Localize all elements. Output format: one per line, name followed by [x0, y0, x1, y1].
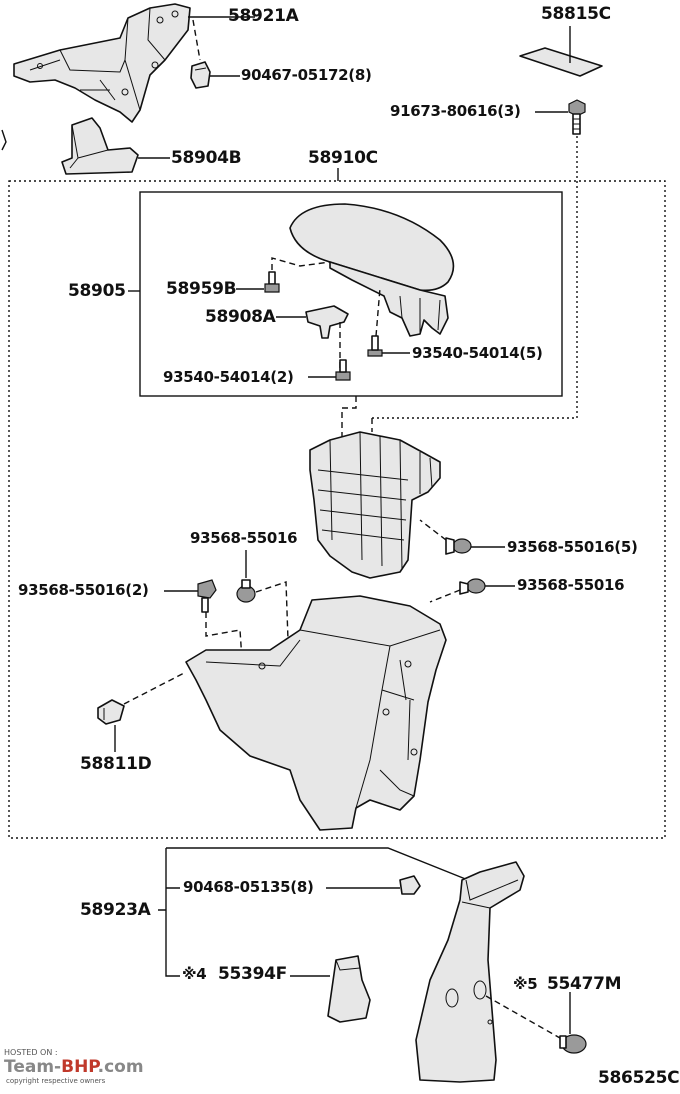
leader-58923a	[158, 848, 180, 977]
pad-58815c	[519, 47, 603, 77]
pad-55394f	[327, 955, 371, 1023]
dash-93540-5	[375, 287, 381, 337]
clip-93568-top	[236, 579, 256, 603]
dash-93568-2	[205, 612, 243, 661]
clip-58811d	[97, 699, 125, 725]
dash-91673	[372, 136, 578, 419]
dash-55477m	[485, 995, 561, 1039]
console-box	[309, 431, 441, 579]
clip-90468	[399, 875, 421, 895]
label-90468: 90468-05135(8)	[183, 878, 314, 896]
dash-clip-90467	[192, 19, 201, 61]
screw-93540-2	[335, 359, 351, 381]
label-93540-5: 93540-54014(5)	[412, 344, 543, 362]
dash-58959b	[271, 257, 331, 270]
dash-93568-top	[255, 581, 300, 641]
label-55394f: 55394F	[218, 964, 287, 984]
edge-mark	[1, 129, 7, 151]
label-90467: 90467-05172(8)	[241, 66, 372, 84]
label-93568-right: 93568-55016	[517, 576, 625, 594]
label-58959b: 58959B	[166, 279, 237, 299]
dash-93568-5	[419, 519, 447, 541]
watermark-brand-a: Team-	[4, 1057, 62, 1077]
label-93540-2: 93540-54014(2)	[163, 368, 294, 386]
label-93568-5: 93568-55016(5)	[507, 538, 638, 556]
label-93568-2: 93568-55016(2)	[18, 581, 149, 599]
clip-93568-5	[445, 537, 472, 555]
bracket-58921a	[13, 3, 191, 123]
dash-93568-right	[429, 589, 461, 603]
dash-58811d	[123, 671, 187, 705]
label-58811d: 58811D	[80, 754, 152, 774]
watermark-copyright: copyright respective owners	[6, 1077, 106, 1085]
label-58905: 58905	[68, 281, 126, 301]
part-58904b	[61, 117, 139, 175]
label-91673: 91673-80616(3)	[390, 102, 521, 120]
watermark-brand-c: .com	[97, 1057, 144, 1077]
leader-58923a-top	[166, 847, 469, 881]
label-55477m: 55477M	[547, 974, 622, 994]
watermark-hosted-on: HOSTED ON :	[4, 1048, 58, 1057]
label-93568-top: 93568-55016	[190, 529, 298, 547]
knob-55477m	[559, 1034, 587, 1054]
label-58904b: 58904B	[171, 148, 242, 168]
watermark-brand: Team-BHP.com	[4, 1059, 144, 1076]
diagram-code: 586525C	[598, 1068, 680, 1088]
console-body	[185, 595, 447, 831]
label-55394f-mark: ※4	[182, 965, 207, 983]
bolt-91673	[568, 99, 586, 135]
label-55477m-mark: ※5	[513, 975, 538, 993]
side-panel	[415, 861, 525, 1083]
label-58910c: 58910C	[308, 148, 378, 168]
clip-93568-2	[197, 579, 217, 613]
bracket-58908a	[305, 305, 349, 339]
label-58908a: 58908A	[205, 307, 276, 327]
label-58923a: 58923A	[80, 900, 151, 920]
armrest-box-58905	[139, 191, 563, 397]
screw-93540-5	[367, 335, 383, 357]
label-58815c: 58815C	[541, 4, 611, 24]
watermark-brand-b: BHP	[61, 1057, 98, 1077]
label-58921a: 58921A	[228, 6, 299, 26]
assembly-box-58910c	[8, 180, 666, 839]
dash-lid-box	[341, 396, 357, 440]
clip-90467	[190, 61, 211, 89]
clip-93568-right	[459, 578, 486, 595]
pin-58959b	[264, 271, 280, 293]
